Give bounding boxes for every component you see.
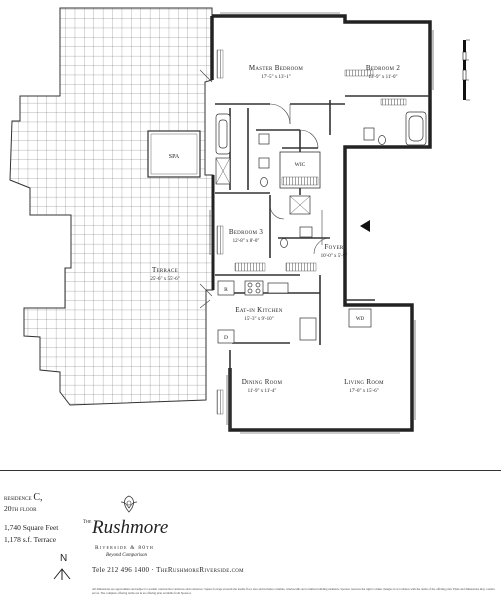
north-label: N [60,553,68,564]
room-dims-eat-in-kitchen: 15'-3" x 9'-10" [244,317,273,322]
logo-emblem [120,495,138,513]
floor-plan: Master Bedroom 17'-5" x 13'-1" Bedroom 2… [9,7,470,434]
logo-tagline: Beyond Comparison [106,553,147,558]
room-dims-bedroom-3: 12'-8" x 8'-0" [233,239,260,244]
room-dims-terrace: 25'-6" x 55'-6" [150,277,179,282]
room-name-master-bedroom: Master Bedroom [249,64,304,72]
north-arrow-icon [53,568,71,580]
refrigerator-label: R [224,287,228,293]
spa [147,130,201,178]
room-name-eat-in-kitchen: Eat-in Kitchen [235,306,282,314]
residence-floor: 20th floor [4,504,37,513]
dishwasher-label: D [224,335,228,341]
residence-letter: C, [33,492,43,503]
wd-label: WD [356,317,365,322]
room-dims-bedroom-2: 13'-9" x 11'-0" [368,75,397,80]
interior-area: 1,740 Square Feet [4,523,59,532]
footer-divider [0,470,501,471]
wic-label: WIC [295,162,306,168]
room-dims-dining-room: 11'-9" x 11'-4" [248,389,277,394]
spa-label: SPA [169,154,180,160]
contact-line: Tele 212 496 1400 · TheRushmoreRiverside… [92,566,244,574]
logo-name: Rushmore [92,517,169,538]
room-name-dining-room: Dining Room [242,378,283,386]
logo-subtitle: Riverside & 80th [95,545,154,551]
room-name-bedroom-2: Bedroom 2 [366,64,400,72]
room-name-terrace: Terrace [152,266,178,274]
terrace-area-text: 1,178 s.f. Terrace [4,535,57,544]
room-name-bedroom-3: Bedroom 3 [229,228,263,236]
room-dims-foyer: 10'-0" x 5'-9" [321,254,348,259]
scale-bar [462,39,470,101]
residence-title: residence C, [4,492,43,503]
contact-phone: Tele 212 496 1400 [92,566,150,574]
entry-arrow [360,220,370,232]
disclaimer-text: All dimensions are approximate and subje… [92,587,495,595]
contact-separator: · [151,566,154,574]
room-dims-living-room: 17'-0" x 15'-6" [349,389,378,394]
terrace-area [9,7,214,406]
room-dims-master-bedroom: 17'-5" x 13'-1" [261,75,290,80]
room-name-living-room: Living Room [344,378,384,386]
contact-website[interactable]: TheRushmoreRiverside.com [156,566,244,574]
logo-the: The [83,520,92,525]
residence-prefix: residence [4,493,32,502]
room-name-foyer: Foyer [324,243,343,251]
